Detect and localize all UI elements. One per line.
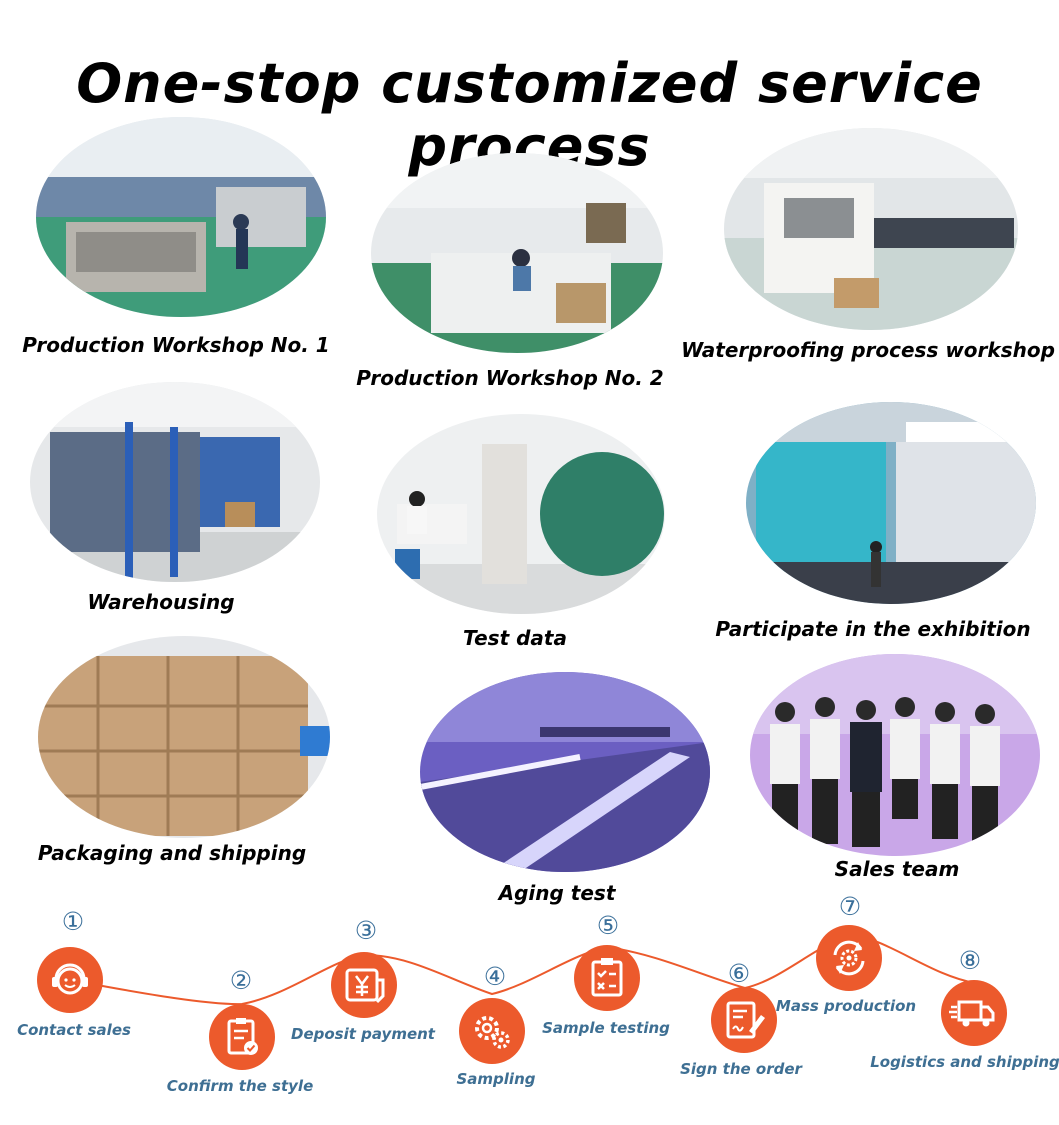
step-label-3: Deposit payment: [291, 1025, 435, 1043]
step-number-3: ③: [354, 916, 378, 945]
headset-icon: [52, 963, 88, 995]
photo-aging-test: [420, 672, 710, 872]
caption-aging-test: Aging test: [498, 881, 616, 905]
step-circle-6: [711, 987, 777, 1053]
step-circle-5: [574, 945, 640, 1011]
step-circle-2: [209, 1004, 275, 1070]
step-number-2: ②: [229, 966, 253, 995]
step-number-1: ①: [61, 907, 85, 936]
sign-document-icon: [726, 1001, 765, 1039]
step-number-7: ⑦: [838, 892, 862, 921]
photo-packaging: [38, 636, 330, 838]
step-circle-4: [459, 998, 525, 1064]
photo-exhibition: [746, 402, 1036, 604]
checklist-icon: [227, 1018, 258, 1055]
step-number-8: ⑧: [958, 946, 982, 975]
photo-production-workshop-1: [36, 117, 326, 317]
clipboard-check-icon: [591, 958, 623, 997]
photo-sales-team: [750, 654, 1040, 856]
page-title: One-stop customized service process: [76, 52, 983, 178]
caption-warehousing: Warehousing: [87, 590, 235, 614]
yuan-payment-icon: [345, 968, 385, 1004]
caption-sales-team: Sales team: [834, 857, 960, 881]
photo-production-workshop-2: [371, 153, 663, 353]
photo-test-data: [377, 414, 665, 614]
step-label-4: Sampling: [456, 1070, 536, 1088]
delivery-truck-icon: [949, 1000, 995, 1027]
caption-production-workshop-1: Production Workshop No. 1: [22, 333, 330, 357]
step-label-5: Sample testing: [542, 1019, 670, 1037]
gears-icon: [475, 1016, 510, 1049]
refresh-gear-icon: [833, 940, 865, 976]
caption-exhibition: Participate in the exhibition: [715, 617, 1031, 641]
step-circle-8: [941, 980, 1007, 1046]
step-number-4: ④: [483, 962, 507, 991]
step-circle-1: [37, 947, 103, 1013]
step-circle-7: [816, 925, 882, 991]
photo-warehousing: [30, 382, 320, 582]
step-circle-3: [331, 952, 397, 1018]
caption-test-data: Test data: [463, 626, 567, 650]
step-label-6: Sign the order: [680, 1060, 802, 1078]
step-label-1: Contact sales: [17, 1021, 131, 1039]
caption-production-workshop-2: Production Workshop No. 2: [356, 366, 664, 390]
step-label-7: Mass production: [775, 997, 917, 1015]
caption-packaging: Packaging and shipping: [37, 841, 307, 865]
caption-waterproofing-workshop: Waterproofing process workshop: [681, 338, 1055, 362]
step-number-6: ⑥: [727, 959, 751, 988]
step-label-2: Confirm the style: [166, 1077, 314, 1095]
step-label-8: Logistics and shipping: [870, 1053, 1059, 1071]
photo-waterproofing-workshop: [724, 128, 1018, 330]
step-number-5: ⑤: [596, 911, 620, 940]
